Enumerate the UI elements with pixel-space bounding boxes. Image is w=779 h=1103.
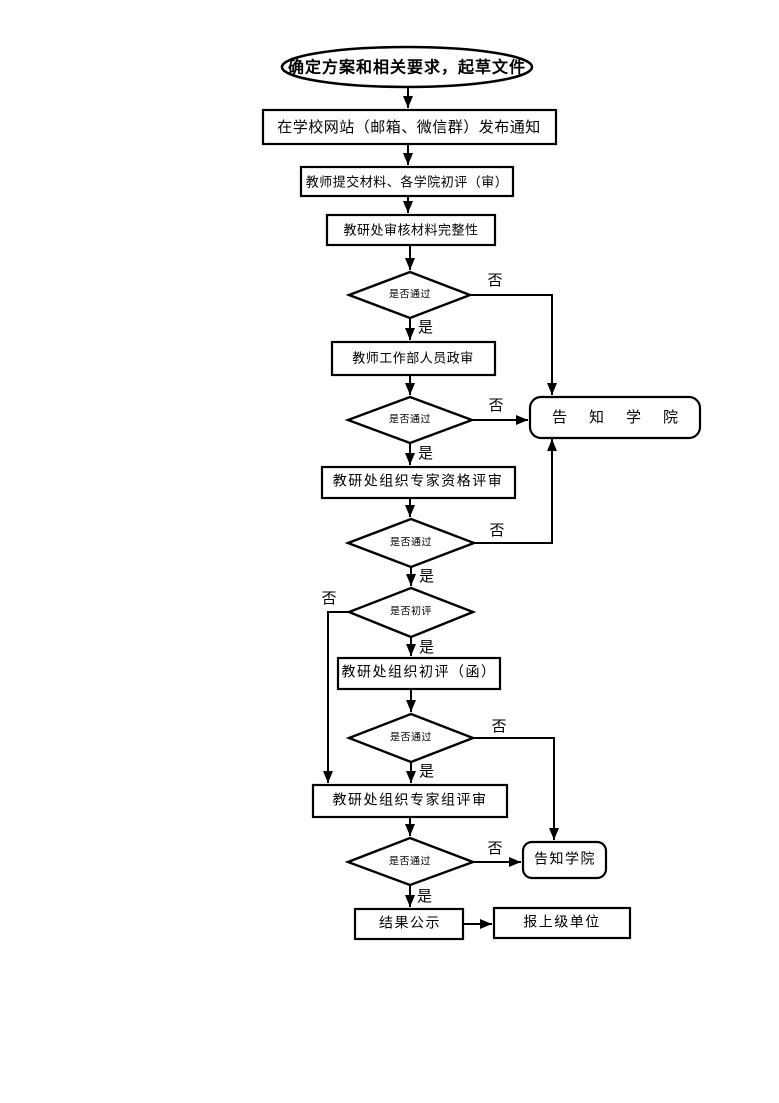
edge-d1-notify1-no — [470, 294, 557, 395]
branch-d1-no: 否 — [487, 273, 502, 289]
node-d1-label: 是否通过 — [389, 288, 431, 301]
node-check-label: 教研处审核材料完整性 — [343, 223, 478, 238]
branch-d2-yes: 是 — [418, 446, 433, 462]
node-publish — [261, 108, 558, 146]
node-submit — [299, 165, 515, 198]
node-publicity — [353, 907, 465, 941]
branch-d1-yes: 是 — [418, 320, 433, 336]
node-political — [330, 340, 497, 377]
node-d2 — [344, 395, 476, 445]
node-notify1 — [528, 395, 702, 440]
node-publish-label: 在学校网站（邮箱、微信群）发布通知 — [277, 119, 541, 136]
node-expertgroup — [311, 783, 509, 819]
node-d5-label: 是否通过 — [390, 731, 432, 744]
edge-d3-notify1-no — [474, 439, 557, 544]
node-notify2 — [521, 840, 608, 880]
node-report — [492, 906, 632, 940]
node-d2-label: 是否通过 — [389, 413, 431, 426]
node-start — [280, 45, 534, 89]
branch-d3-no: 否 — [489, 523, 504, 539]
node-d3-label: 是否通过 — [390, 536, 432, 549]
node-report-label: 报上级单位 — [523, 915, 601, 931]
node-d5 — [345, 712, 477, 764]
branch-d4-no: 否 — [321, 591, 336, 607]
branch-d6-yes: 是 — [417, 889, 432, 905]
node-preliminary-label: 教研处组织初评（函） — [342, 664, 497, 681]
node-d4-label: 是否初评 — [390, 605, 432, 618]
node-d1 — [345, 270, 474, 320]
branch-d6-no: 否 — [487, 841, 502, 857]
branch-d2-no: 否 — [488, 398, 503, 414]
node-publicity-label: 结果公示 — [379, 916, 441, 932]
node-qualify — [320, 465, 517, 500]
node-check — [325, 213, 497, 247]
node-d4 — [345, 586, 477, 639]
node-qualify-label: 教研处组织专家资格评审 — [333, 473, 504, 490]
branch-d3-yes: 是 — [419, 569, 434, 585]
node-notify2-label: 告知学院 — [534, 851, 596, 868]
node-d6-label: 是否通过 — [389, 855, 431, 868]
node-notify1-label: 告知学院 — [552, 408, 700, 426]
node-d6 — [344, 836, 477, 887]
node-d3 — [344, 517, 478, 569]
node-preliminary — [336, 656, 502, 691]
branch-d4-yes: 是 — [419, 640, 434, 656]
edge-d5-notify2-no — [473, 737, 559, 840]
node-start-label: 确定方案和相关要求，起草文件 — [288, 58, 526, 77]
edge-d4-expertgroup-no — [323, 611, 349, 783]
node-expertgroup-label: 教研处组织专家组评审 — [333, 792, 488, 809]
branch-d5-yes: 是 — [419, 764, 434, 780]
node-submit-label: 教师提交材料、各学院初评（审） — [306, 175, 509, 190]
node-political-label: 教师工作部人员政审 — [352, 351, 474, 366]
branch-d5-no: 否 — [491, 719, 506, 735]
